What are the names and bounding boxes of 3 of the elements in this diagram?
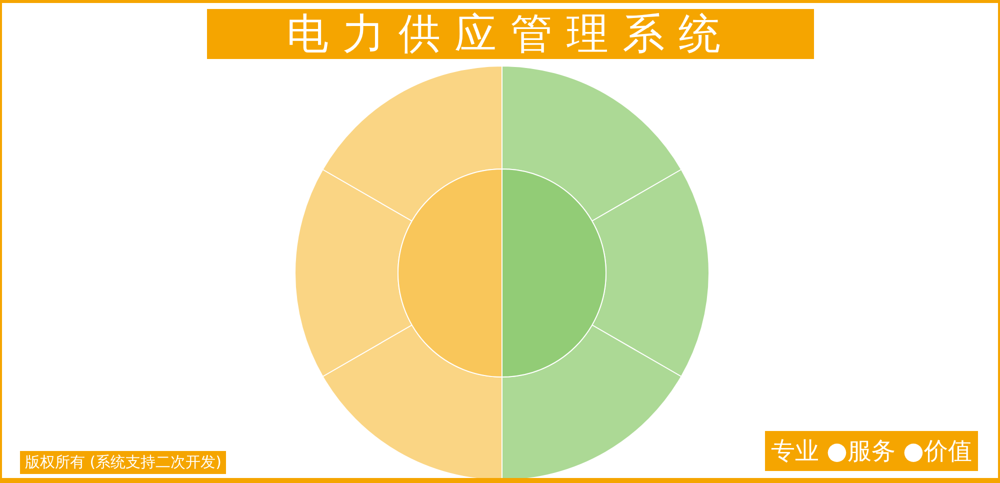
- copyright-note: 版权所有 (系统支持二次开发): [20, 451, 226, 474]
- slogan-badge: 专业 ●服务 ●价值: [764, 431, 978, 471]
- title-banner: 电力供应管理系统: [207, 9, 814, 59]
